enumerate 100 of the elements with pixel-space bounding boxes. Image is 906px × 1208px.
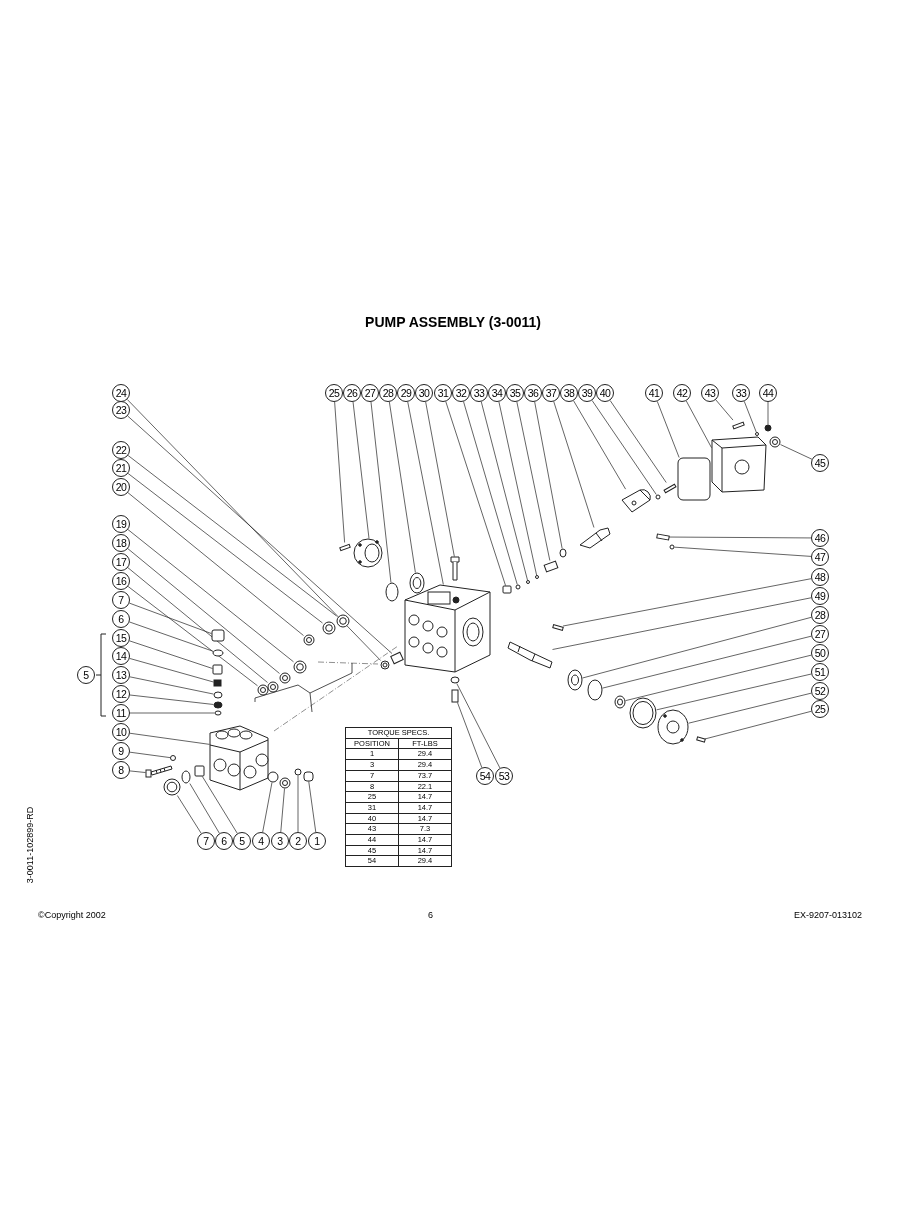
o-ring-drawing — [669, 544, 675, 550]
leader-line — [129, 602, 212, 634]
washer-drawing — [170, 755, 176, 761]
screw-drawing — [696, 736, 706, 743]
leader-line — [297, 775, 299, 833]
gasket-drawing — [677, 457, 711, 501]
o-ring-drawing — [450, 676, 460, 684]
leader-line — [553, 401, 595, 528]
leader-line — [127, 586, 258, 687]
callout-number: 22 — [112, 441, 130, 459]
page-number: 6 — [428, 910, 433, 920]
document-code: EX-9207-013102 — [793, 910, 862, 920]
callout-number: 6 — [112, 610, 130, 628]
callout-number: 13 — [112, 666, 130, 684]
callout-number: 54 — [476, 767, 494, 785]
callout-number: 50 — [811, 644, 829, 662]
leader-line — [262, 782, 273, 833]
callout-number: 20 — [112, 478, 130, 496]
callout-number: 7 — [197, 832, 215, 850]
leader-line — [743, 401, 757, 433]
o-ring-drawing — [515, 584, 521, 590]
callout-number: 19 — [112, 515, 130, 533]
o-ring-drawing — [526, 580, 530, 584]
callout-number: 26 — [343, 384, 361, 402]
bolt-drawing — [451, 689, 459, 703]
crankshaft-drawing — [507, 641, 553, 669]
callout-number: 44 — [759, 384, 777, 402]
leader-line — [129, 751, 171, 758]
fitting-drawing — [194, 765, 205, 777]
key-drawing — [552, 624, 564, 631]
leader-line — [177, 795, 202, 834]
seal-drawing — [257, 684, 269, 696]
leader-line — [129, 621, 213, 652]
leader-line — [445, 401, 506, 586]
callout-number: 10 — [112, 723, 130, 741]
leader-line — [389, 401, 416, 573]
leader-line — [562, 578, 812, 627]
plug-drawing — [279, 777, 291, 789]
leader-line — [688, 692, 812, 724]
callout-number: 36 — [524, 384, 542, 402]
o-ring-drawing — [587, 679, 603, 701]
callout-number: 17 — [112, 553, 130, 571]
leader-line — [552, 597, 812, 650]
callout-number: 34 — [488, 384, 506, 402]
spring-drawing — [213, 691, 223, 699]
o-ring-drawing — [294, 768, 302, 776]
screw-drawing — [663, 483, 677, 494]
callout-number: 5 — [77, 666, 95, 684]
seal-drawing — [293, 660, 307, 674]
leader-line — [704, 710, 812, 740]
sleeve-drawing — [543, 560, 559, 573]
crosshead-drawing — [621, 489, 651, 513]
callout-number: 30 — [415, 384, 433, 402]
valve-seat-drawing — [212, 664, 223, 675]
callout-number: 39 — [578, 384, 596, 402]
callout-number: 43 — [701, 384, 719, 402]
leader-line — [463, 401, 518, 585]
plug-drawing — [303, 771, 314, 782]
leader-line — [127, 492, 304, 636]
callout-number: 31 — [434, 384, 452, 402]
valve-cage-drawing — [213, 701, 223, 709]
leader-line — [591, 400, 657, 495]
bolt-drawing — [145, 765, 173, 778]
leader-line — [573, 400, 626, 490]
washer-drawing — [559, 548, 567, 558]
bearing-drawing — [409, 572, 425, 594]
leader-line — [280, 788, 285, 833]
plug-drawing — [764, 424, 772, 432]
o-ring-drawing — [181, 770, 191, 784]
diagram-title: PUMP ASSEMBLY (3-0011) — [364, 314, 542, 330]
leader-line — [352, 401, 370, 539]
callout-number: 14 — [112, 647, 130, 665]
callout-number: 1 — [308, 832, 326, 850]
callout-number: 29 — [397, 384, 415, 402]
callout-number: 48 — [811, 568, 829, 586]
callout-number: 37 — [542, 384, 560, 402]
callout-number: 45 — [811, 454, 829, 472]
leader-line — [602, 635, 812, 689]
leader-line — [516, 401, 551, 561]
seal-drawing — [614, 695, 626, 709]
callout-number: 21 — [112, 459, 130, 477]
leader-line — [308, 781, 317, 833]
callout-number: 42 — [673, 384, 691, 402]
screw-drawing — [339, 543, 351, 552]
drawing-number: 3-0011-102899-RD — [25, 806, 36, 884]
flange-drawing — [657, 709, 689, 745]
leader-line — [129, 712, 215, 714]
o-ring-drawing — [385, 582, 399, 602]
callout-number: 38 — [560, 384, 578, 402]
callout-number: 46 — [811, 529, 829, 547]
gasket-drawing — [629, 697, 657, 729]
callout-number: 23 — [112, 401, 130, 419]
leader-line — [127, 455, 337, 617]
leader-line — [129, 694, 214, 705]
screw-drawing — [732, 421, 745, 430]
callout-number: 53 — [495, 767, 513, 785]
callout-number: 35 — [506, 384, 524, 402]
leader-line — [127, 548, 280, 674]
leader-line — [609, 400, 667, 483]
callout-number: 49 — [811, 587, 829, 605]
